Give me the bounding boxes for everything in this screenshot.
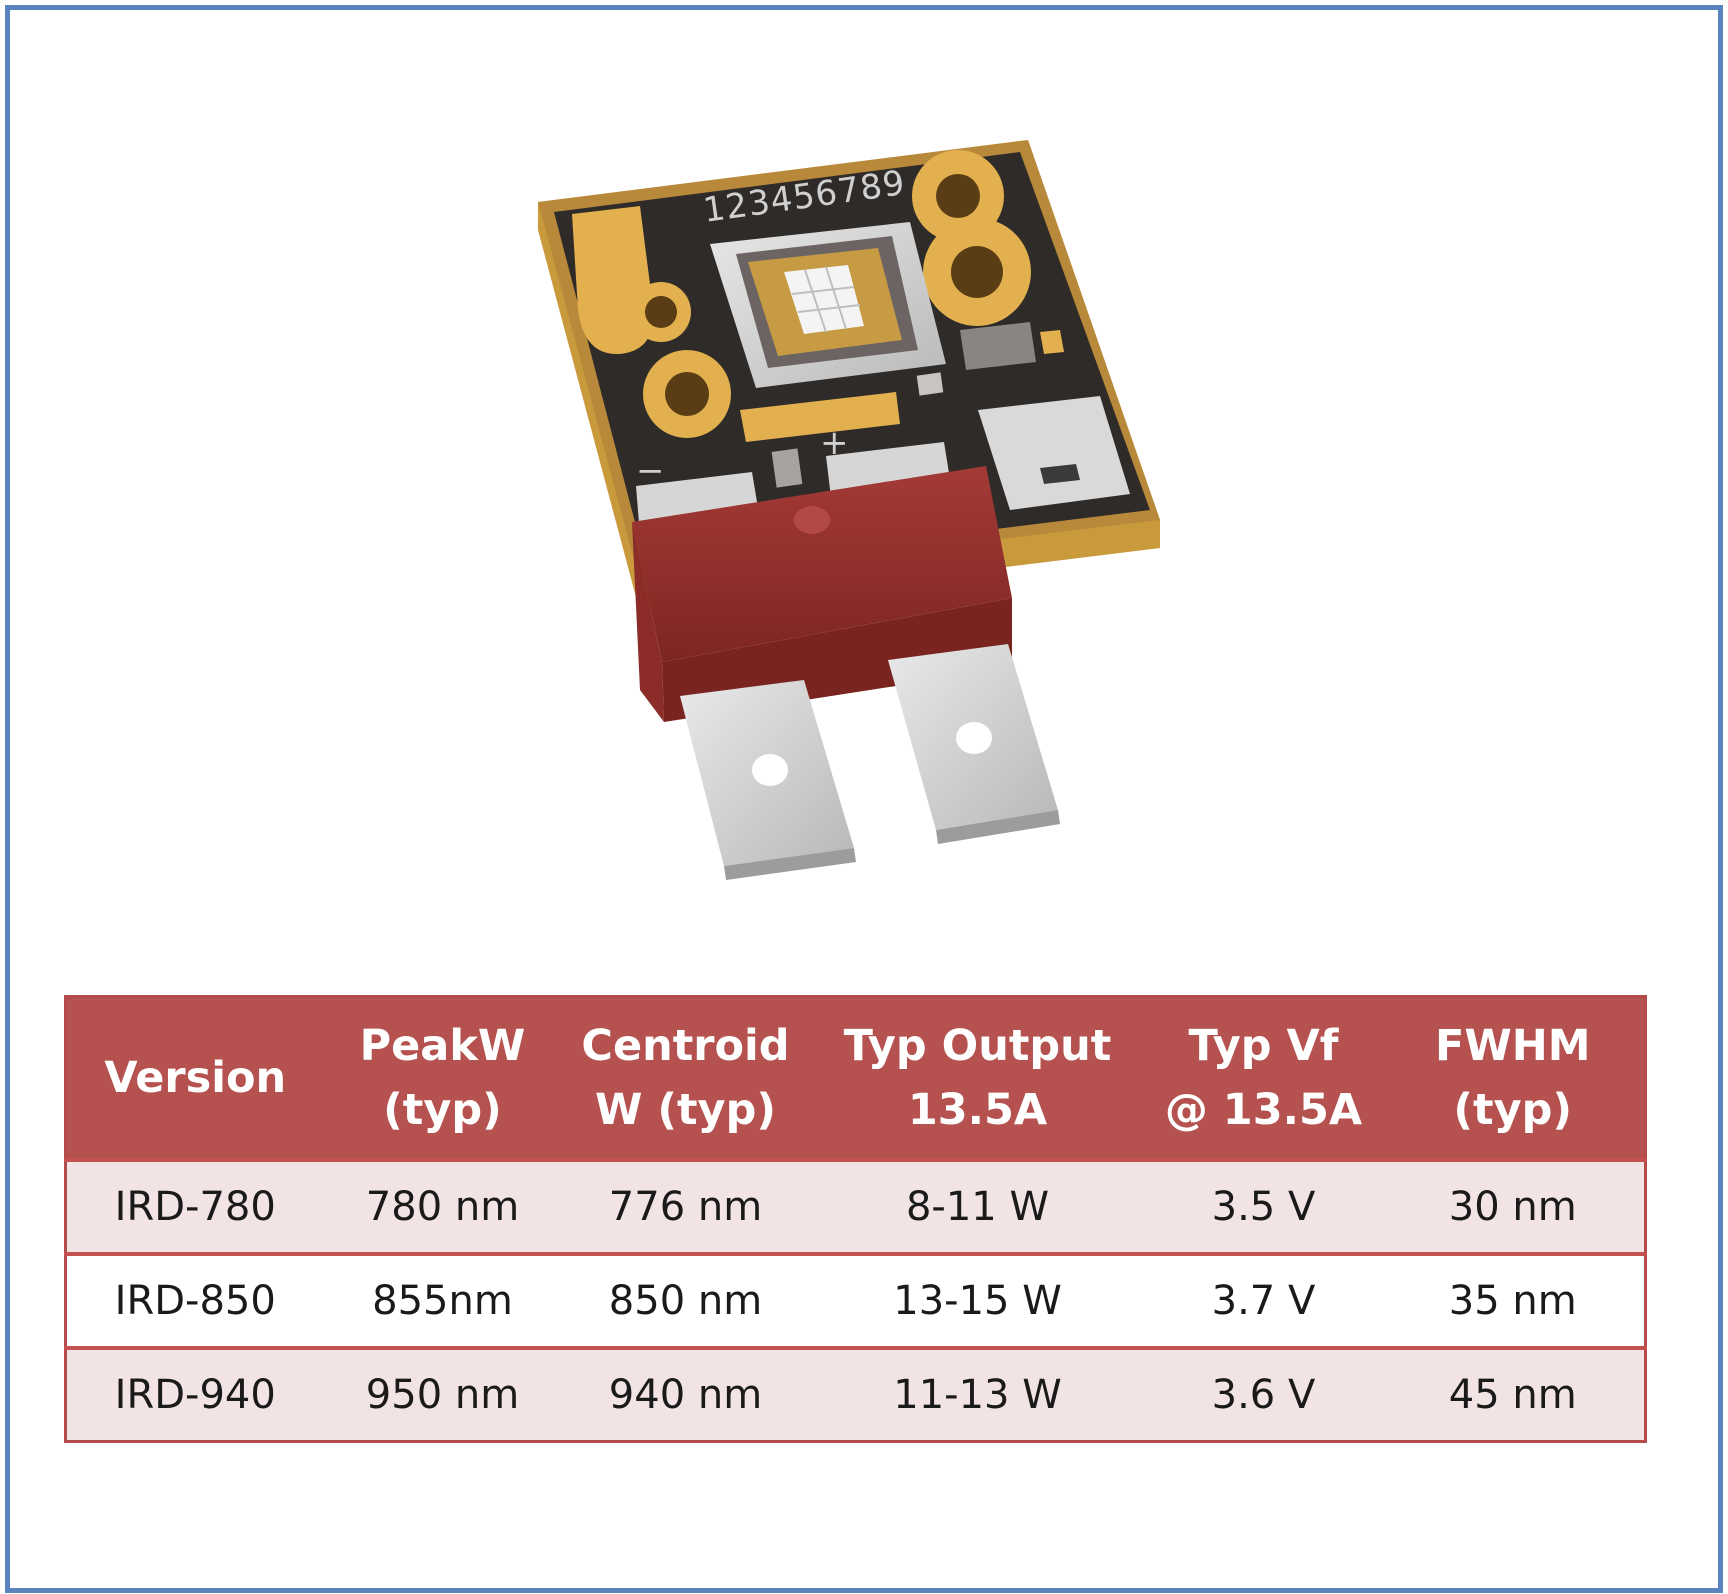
- cell-fwhm: 45 nm: [1381, 1346, 1646, 1442]
- cell-version: IRD-940: [65, 1346, 324, 1442]
- cell-fwhm: 30 nm: [1381, 1158, 1646, 1254]
- table-row: IRD-940 950 nm 940 nm 11-13 W 3.6 V 45 n…: [65, 1346, 1646, 1442]
- header-version: Version: [65, 996, 324, 1160]
- cell-typ-vf: 3.6 V: [1145, 1346, 1382, 1442]
- cell-typ-output: 13-15 W: [809, 1252, 1146, 1348]
- led-emitter-package: [710, 222, 946, 388]
- gold-pads: [572, 150, 1064, 442]
- smd-component: [916, 372, 944, 396]
- cell-peak-wavelength: 855nm: [323, 1252, 562, 1348]
- header-typ-vf: Typ Vf@ 13.5A: [1145, 996, 1382, 1160]
- smd-component: [771, 448, 803, 488]
- cell-version: IRD-850: [65, 1252, 324, 1348]
- led-module-illustration: 123456789 − +: [538, 140, 1160, 880]
- cell-peak-wavelength: 780 nm: [323, 1158, 562, 1254]
- cell-typ-vf: 3.5 V: [1145, 1158, 1382, 1254]
- table-row: IRD-780 780 nm 776 nm 8-11 W 3.5 V 30 nm: [65, 1158, 1646, 1254]
- cell-typ-output: 11-13 W: [809, 1346, 1146, 1442]
- cell-version: IRD-780: [65, 1158, 324, 1254]
- cell-typ-vf: 3.7 V: [1145, 1252, 1382, 1348]
- cell-typ-output: 8-11 W: [809, 1158, 1146, 1254]
- cell-centroid-wavelength: 850 nm: [561, 1252, 810, 1348]
- cell-centroid-wavelength: 940 nm: [561, 1346, 810, 1442]
- header-peak-wavelength: PeakW(typ): [323, 996, 562, 1160]
- header-fwhm: FWHM(typ): [1381, 996, 1646, 1160]
- cell-fwhm: 35 nm: [1381, 1252, 1646, 1348]
- cell-peak-wavelength: 950 nm: [323, 1346, 562, 1442]
- micro-connector: [978, 396, 1130, 510]
- table-row: IRD-850 855nm 850 nm 13-15 W 3.7 V 35 nm: [65, 1252, 1646, 1348]
- cell-centroid-wavelength: 776 nm: [561, 1158, 810, 1254]
- silver-terminal-tabs: [680, 644, 1060, 880]
